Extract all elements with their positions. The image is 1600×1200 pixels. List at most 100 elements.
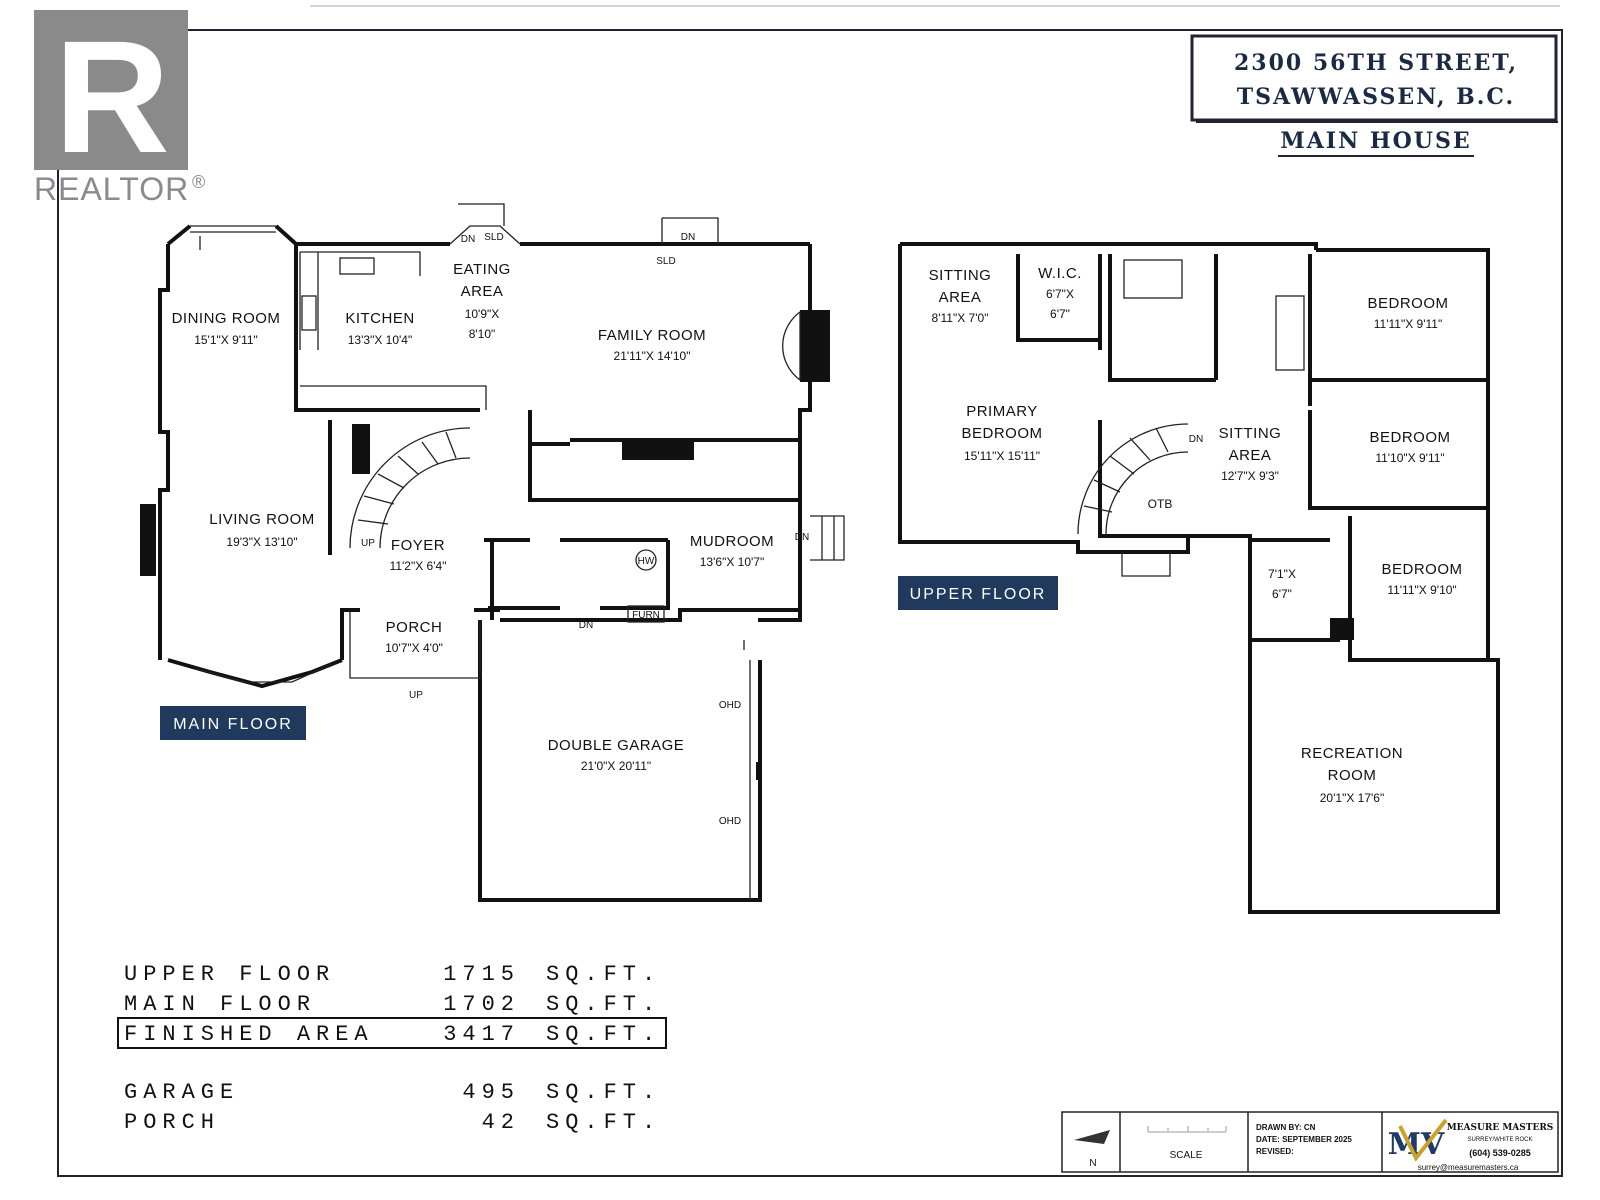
furnace-box <box>627 605 665 623</box>
realtor-registered-mark: ® <box>192 172 205 192</box>
upper-tub <box>1275 295 1305 371</box>
main-floor-interior-walls <box>294 318 800 902</box>
kitchen-range <box>301 295 317 331</box>
eating-area-size: 10'9"X <box>465 307 500 321</box>
bedroom-3-name: BEDROOM <box>1381 561 1462 578</box>
family-sld-marker: SLD <box>656 256 675 267</box>
upper-floor-plan: SITTING AREA 8'11"X 7'0" W.I.C. 6'7"X 6'… <box>898 242 1500 914</box>
open-to-below-marker: OTB <box>1148 497 1173 511</box>
family-room-name: FAMILY ROOM <box>598 327 706 344</box>
sitting-area-2-size: 12'7"X 9'3" <box>1221 469 1279 483</box>
stair-up-marker: UP <box>361 538 375 549</box>
area-row-finished-unit: SQ.FT. <box>546 1022 661 1047</box>
porch-size: 10'7"X 4'0" <box>385 641 443 655</box>
area-row-upper-unit: SQ.FT. <box>546 962 661 987</box>
company-email: surrey@measuremasters.ca <box>1418 1163 1519 1172</box>
area-row-garage-value: 495 <box>462 1080 520 1105</box>
upper-floor-interior-walls <box>1016 254 1488 662</box>
area-row-finished-label: FINISHED AREA <box>124 1022 374 1047</box>
area-row-porch-value: 42 <box>482 1110 520 1135</box>
porch-name: PORCH <box>386 619 443 636</box>
area-row-garage-unit: SQ.FT. <box>546 1080 661 1105</box>
small-room-size: 7'1"X <box>1268 567 1296 581</box>
main-floor-tag <box>160 706 306 740</box>
bedroom-3-size: 11'11"X 9'10" <box>1387 583 1456 597</box>
address-box <box>1190 34 1558 122</box>
hot-water-tank <box>635 549 657 571</box>
upper-shower <box>1123 259 1183 299</box>
kitchen-sink <box>339 257 375 275</box>
company-name: MEASURE MASTERS <box>1447 1123 1554 1133</box>
wic-name: W.I.C. <box>1038 265 1082 282</box>
mudroom-size: 13'6"X 10'7" <box>700 555 764 569</box>
kitchen-counters <box>299 251 487 410</box>
mudroom-dn-marker: DN <box>795 532 809 543</box>
sitting-area-1-name: SITTING <box>929 267 992 284</box>
bath-wall-block <box>622 440 694 460</box>
family-fireplace-hearth <box>782 310 801 382</box>
sitting-area-2-name-2: AREA <box>1229 447 1272 464</box>
bedroom-2-name: BEDROOM <box>1369 429 1450 446</box>
area-row-main-unit: SQ.FT. <box>546 992 661 1017</box>
family-room-size: 21'11"X 14'10" <box>614 349 691 363</box>
area-row-porch-label: PORCH <box>124 1110 220 1135</box>
realtor-logo-letter: R <box>54 7 170 186</box>
wic-size-2: 6'7" <box>1050 307 1070 321</box>
plan-subtitle: MAIN HOUSE <box>1280 128 1471 154</box>
title-block: N SCALE DRAWN BY: CN DATE: SEPTEMBER 202… <box>1061 1111 1559 1173</box>
hot-water-label: HW <box>638 556 655 567</box>
area-row-upper-label: UPPER FLOOR <box>124 962 335 987</box>
porch-up-marker: UP <box>409 690 423 701</box>
recreation-room-name-2: ROOM <box>1328 767 1377 784</box>
eating-dn-marker: DN <box>461 234 475 245</box>
sheet-border <box>57 29 1563 1177</box>
garage-ohd-marker-1: OHD <box>719 700 741 711</box>
wic-size: 6'7"X <box>1046 287 1074 301</box>
eating-area-size-2: 8'10" <box>469 327 496 341</box>
title-block-frame <box>1061 1111 1559 1173</box>
realtor-logo: R REALTOR ® <box>34 7 205 207</box>
primary-bedroom-size: 15'11"X 15'11" <box>964 449 1040 463</box>
eating-sld-marker: SLD <box>484 232 503 243</box>
upper-bay-window <box>1121 552 1171 577</box>
living-room-name: LIVING ROOM <box>209 511 315 528</box>
drawn-by-text: DRAWN BY: CN <box>1256 1123 1316 1132</box>
upper-curved-stair <box>1077 423 1189 535</box>
upper-floor-tag <box>898 576 1058 610</box>
north-label: N <box>1089 1158 1096 1169</box>
primary-bedroom-name: PRIMARY <box>966 403 1038 420</box>
company-phone: (604) 539-0285 <box>1469 1148 1531 1158</box>
bedroom-2-size: 11'10"X 9'11" <box>1375 451 1444 465</box>
sitting-area-1-size: 8'11"X 7'0" <box>932 311 989 325</box>
laundry-dn-marker: DN <box>579 620 593 631</box>
living-bay-arc <box>193 663 333 683</box>
main-floor-outer-walls <box>158 224 812 689</box>
sitting-area-1-name-2: AREA <box>939 289 982 306</box>
bedroom-1-size: 11'11"X 9'11" <box>1374 317 1442 331</box>
main-floor-plan: DINING ROOM 15'1"X 9'11" KITCHEN 13'3"X … <box>140 203 845 902</box>
realtor-wordmark: REALTOR <box>34 171 189 207</box>
finished-area-box <box>117 1017 667 1049</box>
double-garage-name: DOUBLE GARAGE <box>548 737 685 754</box>
area-row-finished-value: 3417 <box>443 1022 520 1047</box>
company-subtitle: SURREY/WHITE ROCK <box>1467 1137 1532 1143</box>
family-dn-marker: DN <box>681 232 695 243</box>
address-block: 2300 56TH STREET, TSAWWASSEN, B.C. MAIN … <box>1190 34 1558 157</box>
eating-area-name-2: AREA <box>461 283 504 300</box>
garage-door-post <box>756 762 762 780</box>
main-stair-wall-block <box>352 424 370 474</box>
primary-bedroom-name-2: BEDROOM <box>961 425 1042 442</box>
scale-label: SCALE <box>1170 1150 1203 1161</box>
upper-wall-block <box>1330 618 1354 640</box>
area-summary: UPPER FLOOR 1715 SQ.FT. MAIN FLOOR 1702 … <box>117 962 667 1135</box>
scale-bar-icon <box>1147 1126 1227 1133</box>
mudroom-name: MUDROOM <box>690 533 774 550</box>
small-room-size-2: 6'7" <box>1272 587 1292 601</box>
dining-room-name: DINING ROOM <box>172 310 281 327</box>
kitchen-size: 13'3"X 10'4" <box>348 333 412 347</box>
furnace-label: FURN <box>632 610 660 621</box>
drawn-date-text: DATE: SEPTEMBER 2025 <box>1256 1135 1352 1144</box>
north-arrow-icon <box>1074 1130 1110 1144</box>
mudroom-exit-steps <box>810 515 845 561</box>
